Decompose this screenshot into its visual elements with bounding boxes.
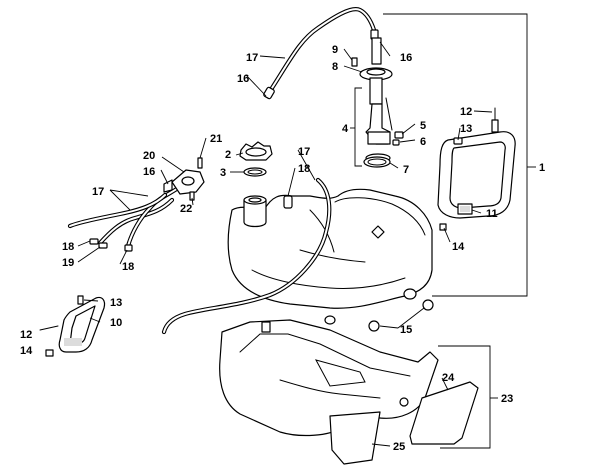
callout-8: 8 xyxy=(332,61,338,73)
callout-18-lower: 18 xyxy=(122,261,134,273)
callout-9: 9 xyxy=(332,44,338,56)
tank-strap-right xyxy=(437,107,516,231)
callout-2: 2 xyxy=(225,149,231,161)
leader-lines xyxy=(77,41,493,447)
callout-16-valve: 16 xyxy=(143,166,155,178)
callout-18-left: 18 xyxy=(62,241,74,253)
callout-11: 11 xyxy=(486,208,498,220)
callout-16-pump: 16 xyxy=(400,52,412,64)
callout-1: 1 xyxy=(539,162,545,174)
assembly-bracket-23 xyxy=(438,345,498,449)
callout-7: 7 xyxy=(403,164,409,176)
callout-15: 15 xyxy=(400,324,412,336)
callout-5: 5 xyxy=(420,120,426,132)
callout-13-top: 13 xyxy=(460,123,472,135)
vent-line xyxy=(161,177,332,335)
callout-6: 6 xyxy=(420,136,426,148)
callout-3: 3 xyxy=(220,167,226,179)
callout-18-tank: 18 xyxy=(298,163,310,175)
callout-17-left: 17 xyxy=(92,186,104,198)
heat-shield xyxy=(409,381,479,445)
assembly-bracket-1 xyxy=(383,13,536,297)
callout-25: 25 xyxy=(393,441,405,453)
callout-19: 19 xyxy=(62,257,74,269)
fuel-valve xyxy=(163,157,205,201)
filler-gasket xyxy=(243,167,267,177)
callout-16-upper: 16 xyxy=(237,73,249,85)
callout-21: 21 xyxy=(210,133,222,145)
callout-12-left: 12 xyxy=(20,329,32,341)
callout-10: 10 xyxy=(110,317,122,329)
callout-20: 20 xyxy=(143,150,155,162)
fuel-pump-assembly xyxy=(359,37,393,163)
fuel-cap xyxy=(239,141,273,161)
upper-fuel-line xyxy=(263,7,379,100)
callout-labels: 1 2 3 4 5 6 7 8 9 10 11 12 12 13 13 14 1… xyxy=(20,44,545,453)
fuel-tank xyxy=(227,188,433,325)
screw-9 xyxy=(351,57,358,67)
callout-24: 24 xyxy=(442,372,455,384)
assembly-bracket-4 xyxy=(350,87,362,167)
callout-14-left: 14 xyxy=(20,345,33,357)
callout-17-vent: 17 xyxy=(298,146,310,158)
pump-seal xyxy=(363,156,391,168)
callout-13-left: 13 xyxy=(110,297,122,309)
callout-12-top: 12 xyxy=(460,106,472,118)
callout-4: 4 xyxy=(342,123,349,135)
callout-23: 23 xyxy=(501,393,513,405)
grommets xyxy=(368,299,434,332)
callout-17-upper: 17 xyxy=(246,52,258,64)
left-fuel-lines xyxy=(67,185,181,252)
fuel-fitting-5 xyxy=(392,131,404,146)
lower-shield xyxy=(219,319,439,465)
tank-strap-left xyxy=(39,295,106,357)
callout-22: 22 xyxy=(180,203,192,215)
callout-14-right: 14 xyxy=(452,241,465,253)
